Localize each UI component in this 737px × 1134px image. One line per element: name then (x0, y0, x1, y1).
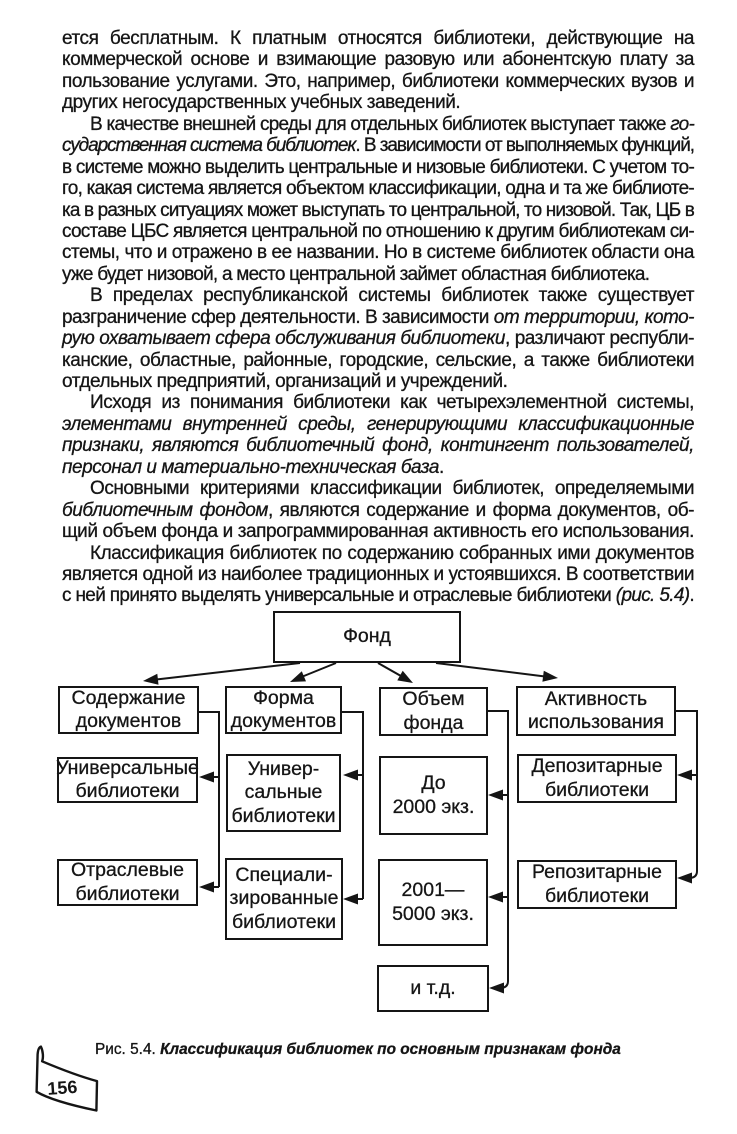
svg-text:156: 156 (47, 1077, 78, 1099)
